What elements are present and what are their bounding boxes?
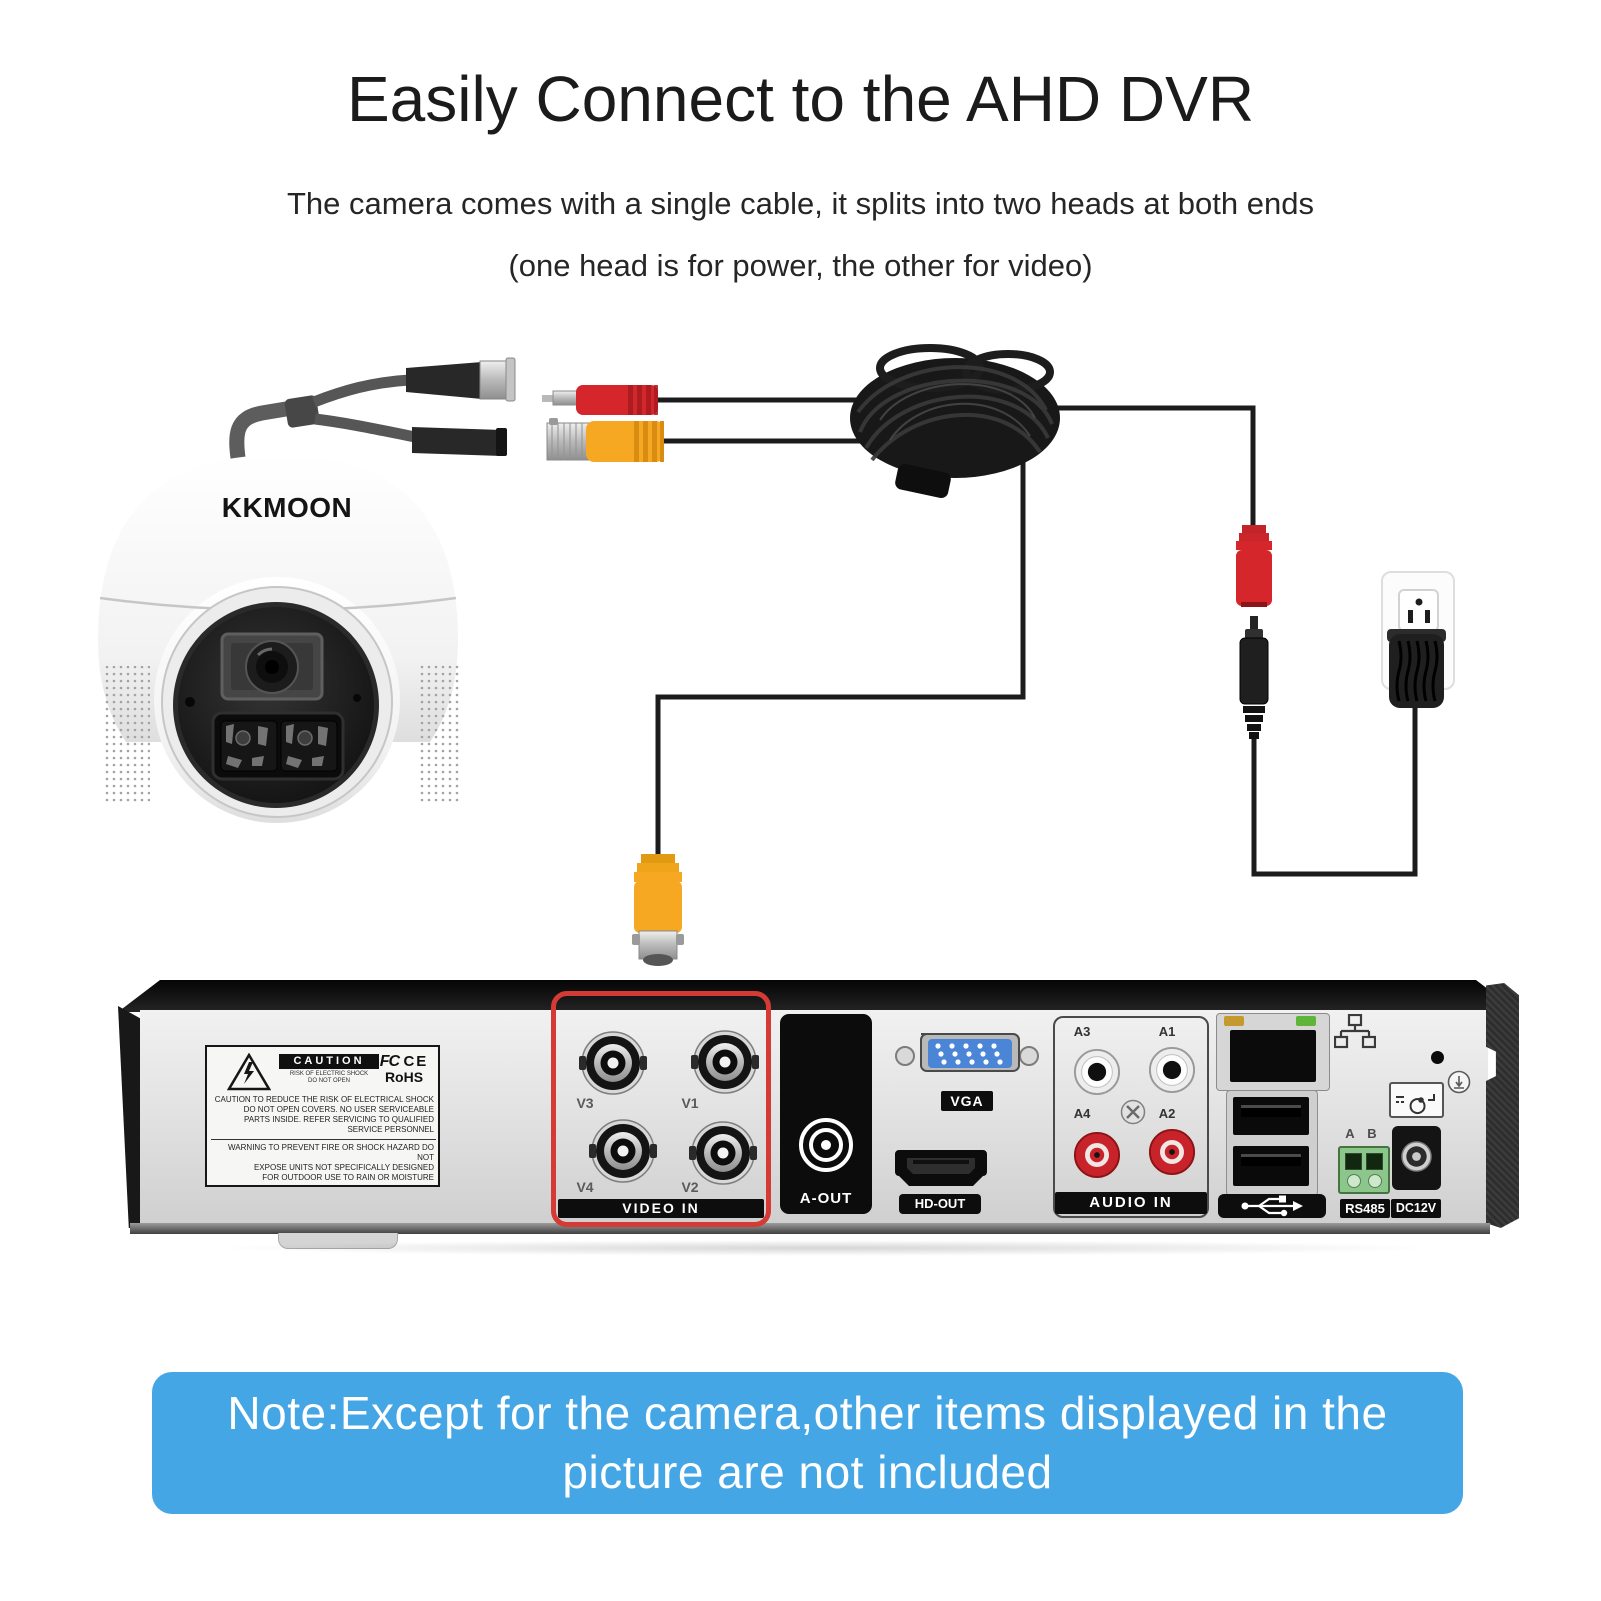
vga-port[interactable] [893, 1022, 1041, 1090]
usb-port-1[interactable] [1233, 1097, 1309, 1135]
audio-in-label: AUDIO IN [1055, 1192, 1207, 1214]
a-out-label: A-OUT [799, 1190, 853, 1207]
rca-port-a3[interactable] [1073, 1048, 1121, 1096]
pigtail-bnc-female [406, 357, 516, 402]
dvr-top-bevel [118, 980, 1518, 1012]
rs485-label: RS485 [1340, 1199, 1390, 1218]
port-label-v3: V3 [576, 1095, 594, 1111]
caution-paragraph-1: CAUTION TO REDUCE THE RISK OF ELECTRICAL… [214, 1095, 434, 1134]
dome-camera: KKMOON [98, 357, 516, 823]
camera-lens [220, 632, 324, 701]
camera-brand: KKMOON [222, 492, 353, 523]
ethernet-port-opening [1230, 1030, 1316, 1082]
port-label-a2: A2 [1158, 1106, 1176, 1121]
vga-label: VGA [941, 1091, 993, 1111]
dc12v-label: DC12V [1391, 1199, 1441, 1218]
rca-port-a1[interactable] [1148, 1046, 1196, 1094]
caution-paragraph-2: WARNING TO PREVENT FIRE OR SHOCK HAZARD … [228, 1143, 434, 1182]
rca-port-a4[interactable] [1073, 1131, 1121, 1179]
power-adapter [1387, 629, 1446, 708]
caution-divider [211, 1139, 436, 1140]
dvr-right-edge [1486, 983, 1519, 1228]
dvr-foot [278, 1233, 398, 1249]
fcc-mark: FC [379, 1053, 400, 1070]
subtitle-line2: (one head is for power, the other for vi… [508, 248, 1093, 283]
ground-icon [1447, 1070, 1471, 1094]
camera-ir-leds [211, 711, 345, 781]
audio-panel-screw [1120, 1099, 1146, 1125]
port-label-v1: V1 [681, 1095, 699, 1111]
note-line1: Note:Except for the camera,other items d… [227, 1387, 1388, 1440]
bnc-port-v3[interactable] [578, 1028, 648, 1098]
dc-female-red [1236, 525, 1272, 607]
rs485-terminal[interactable] [1338, 1146, 1390, 1194]
hd-out-label: HD-OUT [899, 1194, 981, 1214]
rohs-mark: RoHS [384, 1069, 424, 1085]
dc-male-plug [1239, 616, 1269, 739]
usb-label-bar [1218, 1194, 1326, 1218]
caution-header: CAUTION [279, 1054, 379, 1069]
warning-triangle-icon [227, 1053, 271, 1091]
certification-marks: FC CE RoHS [375, 1053, 433, 1085]
bnc-port-v1[interactable] [690, 1027, 760, 1097]
caution-header-sub: RISK OF ELECTRIC SHOCK DO NOT OPEN [289, 1071, 369, 1084]
dc12v-barrel [1401, 1141, 1432, 1172]
bnc-port-v4[interactable] [588, 1116, 658, 1186]
a-out-rca-jack[interactable] [798, 1117, 854, 1173]
camera-vent-right [418, 662, 460, 802]
caution-label: CAUTION RISK OF ELECTRIC SHOCK DO NOT OP… [205, 1045, 440, 1187]
note-banner: Note:Except for the camera,other items d… [152, 1372, 1463, 1514]
dvr-bottom-edge [130, 1223, 1490, 1234]
cable-dc-male-red [542, 385, 658, 415]
video-in-highlight [551, 991, 771, 1227]
ce-mark: CE [403, 1053, 429, 1070]
rs485-pin-a: A [1345, 1126, 1355, 1141]
pigtail-dc-female [412, 427, 507, 456]
ethernet-led-green [1296, 1016, 1316, 1026]
port-label-a1: A1 [1158, 1024, 1176, 1039]
chassis-screw-hole [1431, 1051, 1444, 1064]
port-label-a3: A3 [1073, 1024, 1091, 1039]
note-line2: picture are not included [562, 1446, 1053, 1498]
cable-routing-lines [655, 397, 1418, 877]
port-label-v4: V4 [576, 1179, 594, 1195]
port-label-a4: A4 [1073, 1106, 1091, 1121]
cable-splitter-joint [284, 395, 320, 428]
subtitle-line1: The camera comes with a single cable, it… [287, 186, 1314, 221]
a-out-panel [780, 1014, 872, 1214]
bnc-port-v2[interactable] [688, 1118, 758, 1188]
usb-port-2[interactable] [1233, 1146, 1309, 1186]
dvr-shadow [210, 1240, 1440, 1256]
page-title: Easily Connect to the AHD DVR [346, 63, 1255, 135]
coiled-cable [850, 344, 1060, 499]
bnc-female-yellow-to-dvr [632, 854, 684, 966]
audio-in-panel [1053, 1016, 1209, 1218]
camera-vent-left [104, 666, 150, 804]
port-label-v2: V2 [681, 1179, 699, 1195]
hdmi-port[interactable] [893, 1146, 989, 1192]
video-in-label: VIDEO IN [558, 1199, 764, 1218]
ethernet-led-amber [1224, 1016, 1244, 1026]
rs485-pin-b: B [1367, 1126, 1377, 1141]
network-icon [1334, 1014, 1376, 1049]
dvr-left-edge [118, 1006, 142, 1228]
cable-bnc-male-yellow [546, 418, 664, 462]
rca-port-a2[interactable] [1148, 1128, 1196, 1176]
connection-diagram: KKMOON [98, 344, 1455, 966]
power-polarity-icon [1389, 1082, 1444, 1118]
usb-icon [1241, 1195, 1303, 1217]
